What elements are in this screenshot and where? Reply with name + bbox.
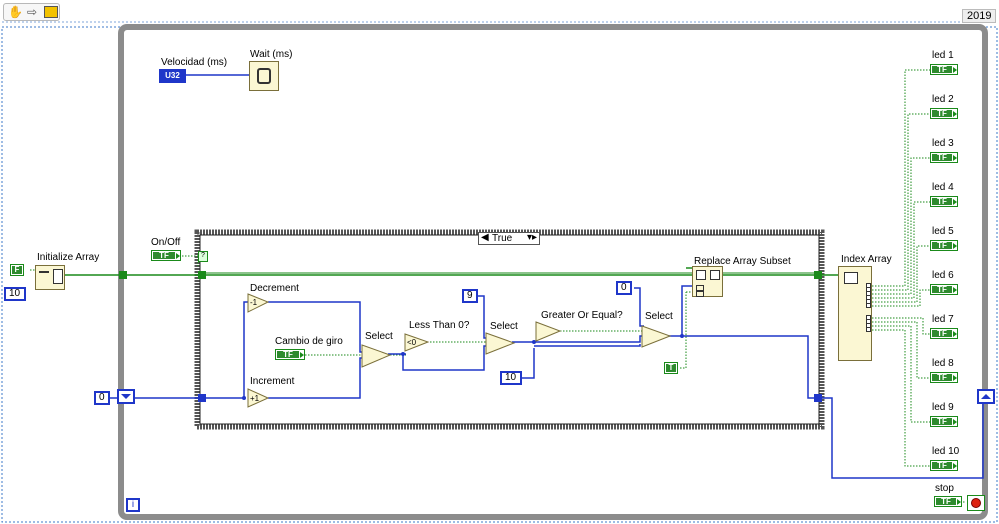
led-label-6: led 6 — [932, 270, 954, 281]
index-array-output-port — [866, 303, 871, 308]
zero-constant[interactable]: 0 — [616, 281, 632, 295]
label-select1: Select — [365, 331, 393, 342]
array-grid-icon — [710, 270, 720, 280]
label-less-than-zero: Less Than 0? — [409, 320, 470, 331]
case-next-icon[interactable]: ▾▸ — [527, 232, 538, 243]
nine-constant[interactable]: 9 — [462, 289, 478, 303]
replace-array-subset-node[interactable] — [692, 266, 723, 297]
hand-tool-icon[interactable]: ✋ — [8, 5, 23, 19]
array-grid-icon — [844, 272, 858, 284]
index-array-node[interactable] — [838, 266, 872, 361]
version-badge: 2019 — [962, 9, 997, 23]
cambio-de-giro-terminal[interactable]: TF — [275, 349, 305, 360]
shift-init-constant[interactable]: 0 — [94, 391, 110, 405]
on-off-terminal[interactable]: TF — [151, 250, 181, 261]
led-indicator-2[interactable]: TF — [930, 108, 958, 119]
less-than-zero-node — [404, 333, 430, 352]
stop-terminal[interactable]: TF — [934, 496, 962, 507]
case-selector-terminal: ? — [198, 251, 208, 262]
case-tunnel-bool-in — [198, 271, 206, 279]
led-label-1: led 1 — [932, 50, 954, 61]
case-tunnel-bool-out — [814, 271, 822, 279]
label-velocidad: Velocidad (ms) — [161, 57, 228, 68]
increment-glyph: +1 — [250, 394, 260, 403]
led-label-4: led 4 — [932, 182, 954, 193]
decrement-node — [247, 293, 270, 313]
label-select2: Select — [490, 321, 518, 332]
led-indicator-9[interactable]: TF — [930, 416, 958, 427]
case-selector[interactable]: ◀ True ▾▸ — [478, 232, 540, 245]
velocidad-control[interactable]: U32 — [159, 69, 186, 83]
label-increment: Increment — [250, 376, 295, 387]
index-array-output-port — [866, 327, 871, 332]
case-tunnel-num-out — [814, 394, 822, 402]
array-grid-icon — [696, 270, 706, 280]
step-arrow-icon[interactable]: ⇨ — [27, 5, 38, 19]
label-replace-array-subset: Replace Array Subset — [694, 256, 791, 267]
led-label-9: led 9 — [932, 402, 954, 413]
led-label-10: led 10 — [932, 446, 960, 457]
ten-constant[interactable]: 10 — [500, 371, 522, 385]
led-indicator-6[interactable]: TF — [930, 284, 958, 295]
led-label-3: led 3 — [932, 138, 954, 149]
led-indicator-7[interactable]: TF — [930, 328, 958, 339]
loop-iteration-terminal: i — [126, 498, 140, 512]
label-stop: stop — [935, 483, 954, 494]
greater-or-equal-node — [535, 321, 562, 342]
led-indicator-1[interactable]: TF — [930, 64, 958, 75]
led-indicator-3[interactable]: TF — [930, 152, 958, 163]
led-label-5: led 5 — [932, 226, 954, 237]
true-constant[interactable]: T — [666, 364, 676, 372]
label-wait: Wait (ms) — [250, 49, 293, 60]
label-index-array: Index Array — [841, 254, 892, 265]
led-indicator-5[interactable]: TF — [930, 240, 958, 251]
led-label-2: led 2 — [932, 94, 954, 105]
case-prev-icon[interactable]: ◀ — [481, 232, 489, 243]
increment-node — [247, 388, 270, 408]
label-greater-or-equal: Greater Or Equal? — [541, 310, 623, 321]
array-size-constant[interactable]: 10 — [4, 287, 26, 301]
select1-node — [361, 344, 392, 368]
stop-condition-icon[interactable] — [967, 495, 985, 511]
case-tunnel-num-in — [198, 394, 206, 402]
led-label-8: led 8 — [932, 358, 954, 369]
debug-toolbar: ✋ ⇨ — [3, 3, 60, 21]
select2-node — [485, 332, 516, 355]
select3-node — [641, 325, 672, 348]
led-label-7: led 7 — [932, 314, 954, 325]
highlight-execution-icon[interactable] — [44, 6, 58, 18]
stopwatch-icon — [257, 68, 271, 84]
label-on-off: On/Off — [151, 237, 181, 248]
case-selector-label: True — [492, 233, 513, 244]
initialize-array-node[interactable] — [35, 265, 65, 290]
wait-ms-node[interactable] — [249, 61, 279, 91]
false-constant[interactable]: F — [12, 266, 22, 274]
label-decrement: Decrement — [250, 283, 299, 294]
led-indicator-8[interactable]: TF — [930, 372, 958, 383]
label-cambio-de-giro: Cambio de giro — [275, 336, 343, 347]
led-indicator-4[interactable]: TF — [930, 196, 958, 207]
led-indicator-10[interactable]: TF — [930, 460, 958, 471]
decrement-glyph: -1 — [250, 298, 258, 307]
label-select3: Select — [645, 311, 673, 322]
less-than-glyph: <0 — [407, 338, 417, 347]
array-grid-icon — [53, 269, 63, 284]
label-initialize-array: Initialize Array — [37, 252, 100, 263]
loop-tunnel-bool — [119, 271, 127, 279]
